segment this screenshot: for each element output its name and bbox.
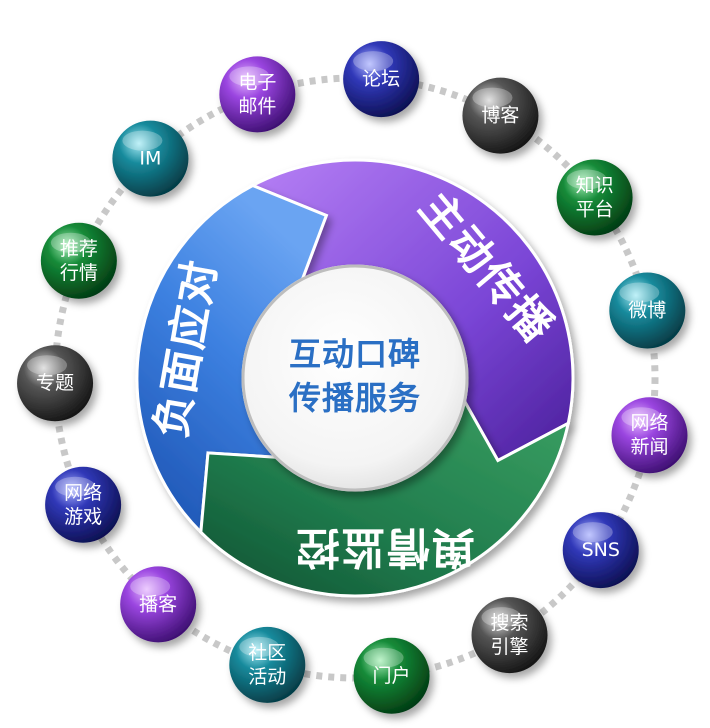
channel-label-recommend-line1: 推荐 [60, 238, 98, 260]
channel-node-podcast: 播客 [120, 566, 197, 643]
channel-sphere-news [611, 397, 688, 474]
center-title-line1: 互动口碑 [289, 335, 421, 373]
channel-label-portal: 门户 [373, 665, 411, 687]
channel-sphere-search [471, 597, 548, 674]
channel-label-weibo: 微博 [628, 300, 666, 322]
channel-sphere-highlight [621, 407, 662, 428]
channel-sphere-highlight [566, 169, 607, 190]
channel-label-community-line2: 活动 [248, 666, 286, 688]
channel-sphere-highlight [27, 355, 68, 376]
channel-sphere-highlight [55, 476, 96, 497]
channel-sphere-game [45, 466, 122, 543]
channel-sphere-community [229, 626, 306, 703]
channel-sphere-highlight [239, 636, 280, 657]
channel-node-topic: 专题 [17, 345, 94, 422]
channel-sphere-highlight [363, 647, 404, 668]
channel-node-weibo: 微博 [609, 272, 686, 349]
channel-label-game-line2: 游戏 [64, 506, 102, 528]
channel-label-blog: 博客 [481, 105, 519, 127]
channel-sphere-knowledge [556, 159, 633, 236]
center-title-line2: 传播服务 [288, 379, 421, 417]
channel-label-podcast: 播客 [139, 593, 177, 615]
channel-label-email-line1: 电子 [238, 71, 276, 93]
segment-negative: 负面应对 [135, 183, 329, 536]
channel-label-news-line1: 网络 [630, 412, 668, 434]
channel-label-search-line1: 搜索 [491, 612, 529, 634]
channel-sphere-blog [462, 77, 539, 154]
channel-sphere-highlight [572, 522, 613, 543]
channel-label-sns: SNS [582, 539, 620, 561]
channel-label-forum: 论坛 [362, 68, 400, 90]
segment-active: 主动传播 [249, 158, 575, 463]
channel-sphere-highlight [130, 576, 171, 597]
channel-sphere-highlight [353, 51, 394, 72]
channel-label-im: IM [139, 148, 161, 170]
channel-node-forum: 论坛 [343, 41, 420, 118]
segment-monitor: 舆情监控 [199, 397, 571, 598]
channel-label-news-line2: 新闻 [630, 436, 668, 458]
channel-label-knowledge-line1: 知识 [576, 174, 614, 196]
channel-sphere-highlight [619, 282, 660, 303]
channel-label-search-line2: 引擎 [491, 636, 529, 658]
channel-label-game-line1: 网络 [64, 482, 102, 504]
channel-sphere-recommend [40, 222, 117, 299]
channel-label-email-line2: 邮件 [238, 95, 276, 117]
channel-sphere-weibo [609, 272, 686, 349]
channel-sphere-topic [17, 345, 94, 422]
channel-sphere-podcast [120, 566, 197, 643]
channel-sphere-sns [562, 512, 639, 589]
channel-sphere-highlight [481, 607, 522, 628]
channel-sphere-portal [353, 637, 430, 714]
center-disc [241, 264, 469, 492]
segment-monitor-label: 舆情监控 [295, 521, 475, 571]
channel-label-topic: 专题 [36, 372, 74, 394]
channel-sphere-email [219, 56, 296, 133]
channel-sphere-highlight [472, 87, 513, 108]
channel-sphere-im [112, 120, 189, 197]
channel-node-blog: 博客 [462, 77, 539, 154]
channel-node-im: IM [112, 120, 189, 197]
channel-nodes: 电子邮件论坛博客知识平台微博网络新闻SNS搜索引擎门户社区活动播客网络游戏专题推… [17, 41, 688, 714]
channel-label-community-line1: 社区 [248, 642, 286, 664]
channel-sphere-forum [343, 41, 420, 118]
channel-label-knowledge-line2: 平台 [576, 198, 614, 220]
channel-node-sns: SNS [562, 512, 639, 589]
channel-node-portal: 门户 [353, 637, 430, 714]
channel-sphere-highlight [229, 66, 270, 87]
channel-sphere-highlight [122, 130, 163, 151]
channel-sphere-highlight [50, 232, 91, 253]
channel-label-recommend-line2: 行情 [60, 262, 98, 284]
